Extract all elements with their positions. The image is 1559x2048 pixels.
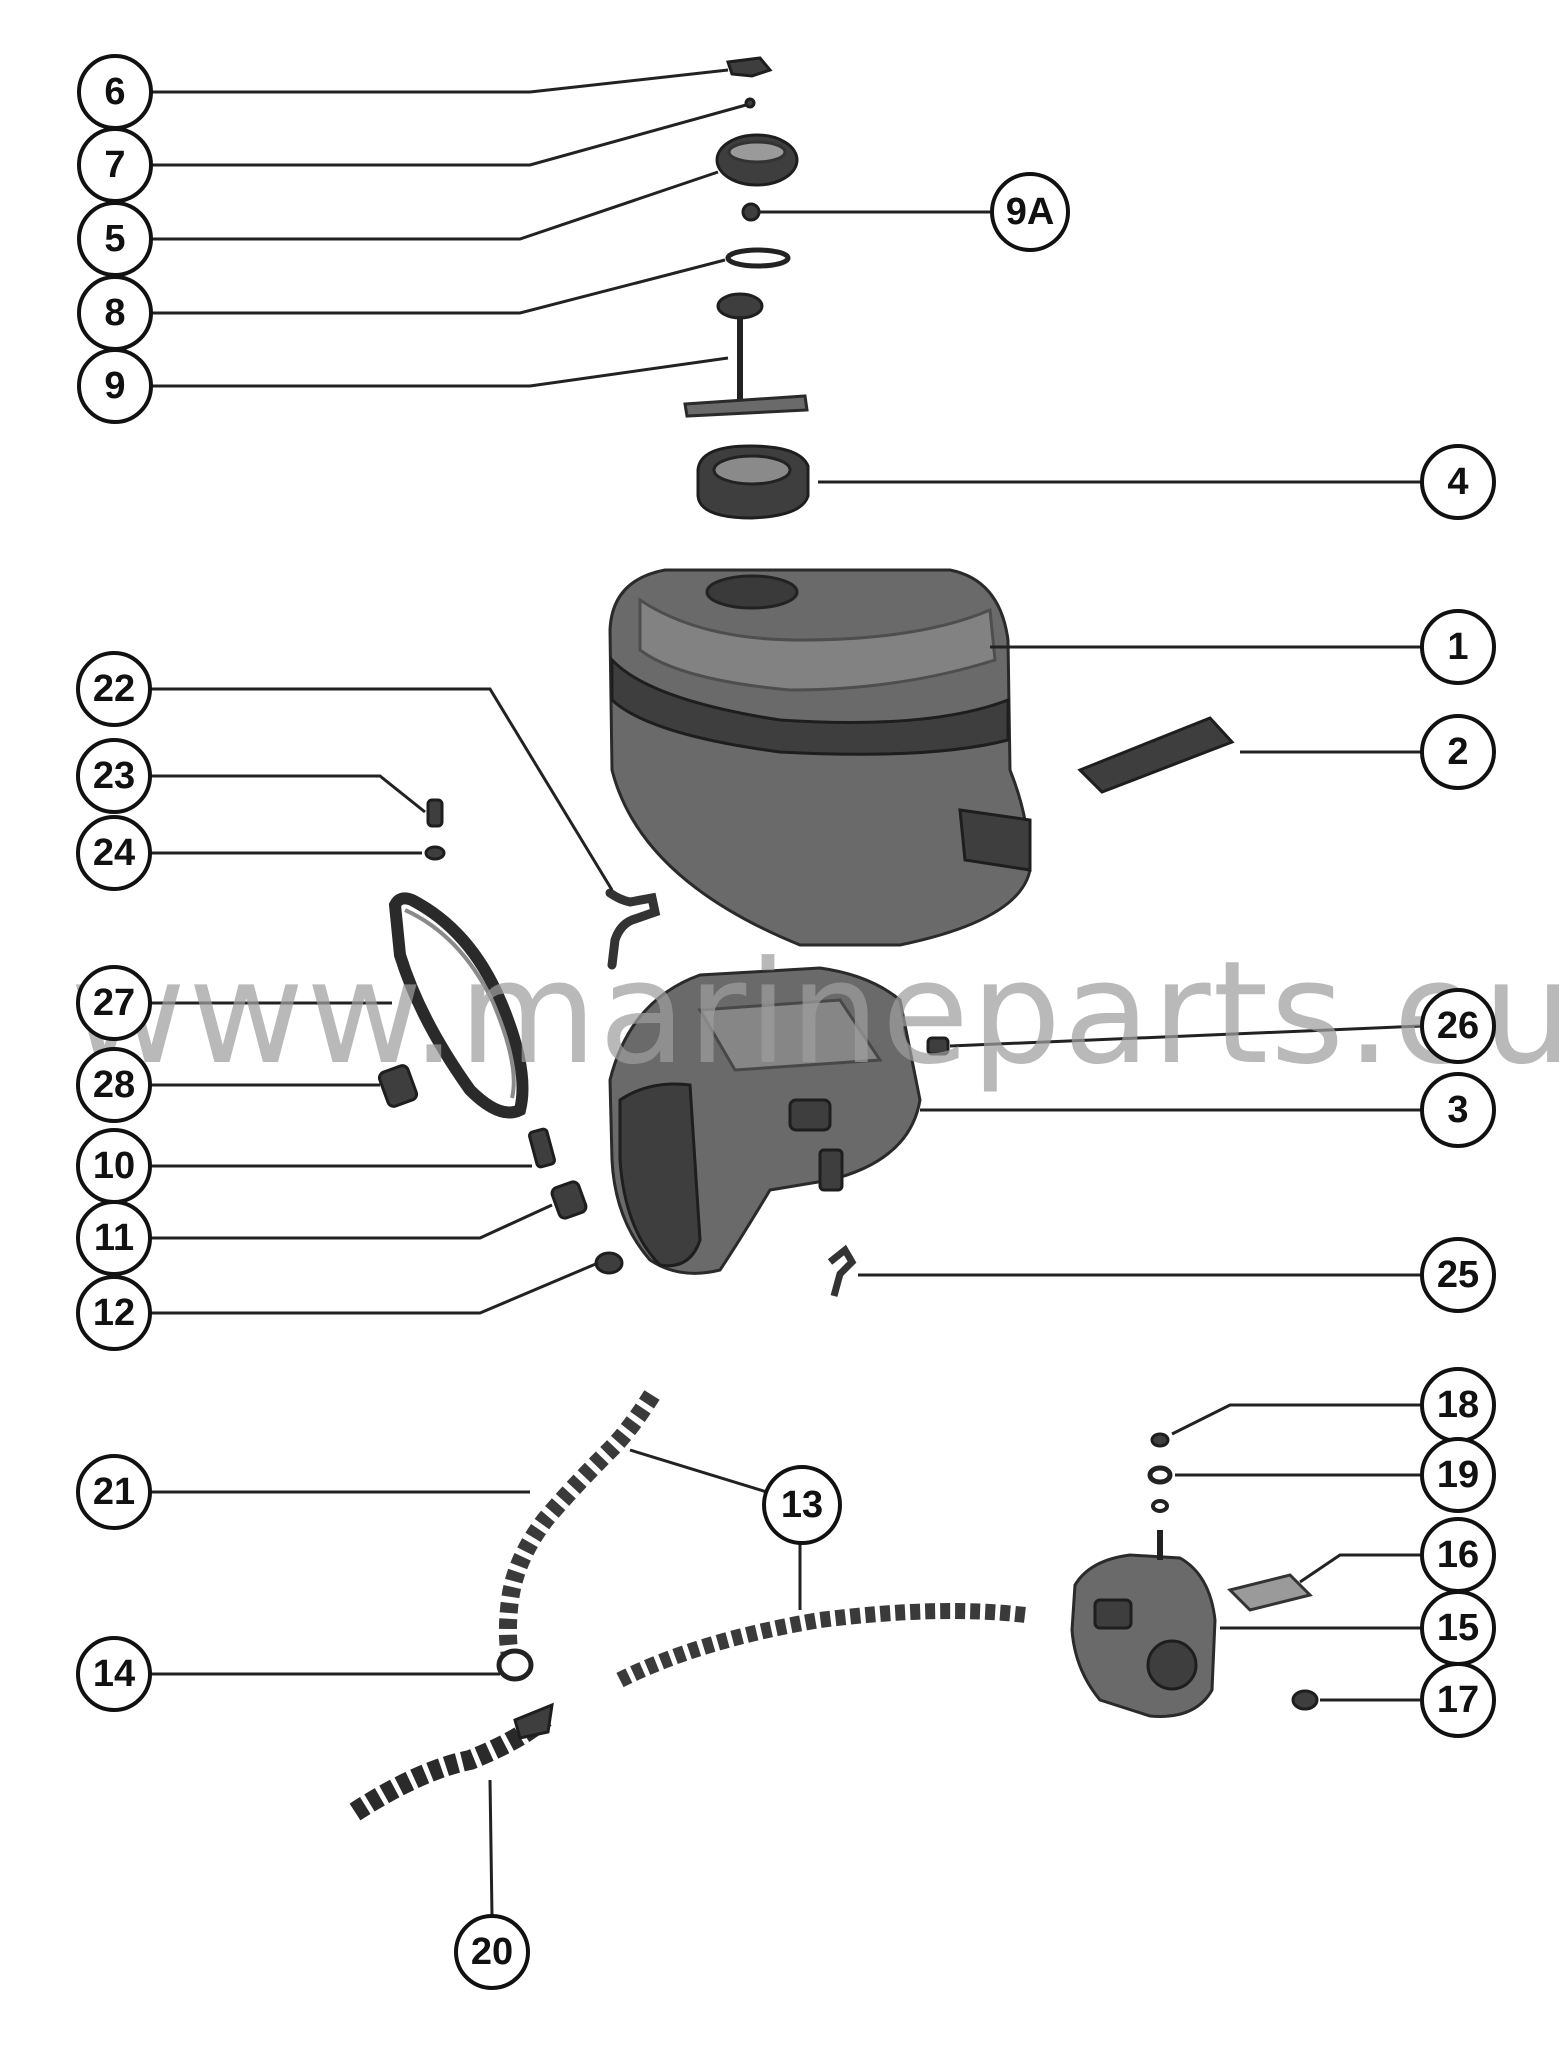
svg-text:1: 1: [1447, 626, 1468, 668]
svg-text:14: 14: [93, 1653, 135, 1695]
svg-text:19: 19: [1437, 1454, 1479, 1496]
svg-text:16: 16: [1437, 1534, 1479, 1576]
part-25-clip: [827, 1244, 857, 1297]
svg-text:2: 2: [1447, 731, 1468, 773]
callout-16: 16: [1420, 1517, 1496, 1593]
leader-lines: [150, 68, 1423, 1917]
part-20-connector: [349, 1702, 554, 1821]
svg-text:7: 7: [104, 144, 125, 186]
callout-5: 5: [77, 201, 153, 277]
part-13-hose-lower: [616, 1603, 1026, 1688]
callout-12: 12: [76, 1275, 152, 1351]
part-19-washer-2: [1151, 1499, 1169, 1513]
callout-15: 15: [1420, 1590, 1496, 1666]
part-12-nut: [594, 1251, 624, 1275]
part-9-screen: [683, 292, 809, 418]
part-14-clamp: [496, 1648, 534, 1682]
svg-text:28: 28: [93, 1064, 135, 1106]
svg-text:9A: 9A: [1006, 191, 1055, 233]
part-13-hose-upper: [498, 1390, 660, 1668]
svg-text:23: 23: [93, 755, 135, 797]
part-1-fuel-tank: [608, 568, 1032, 947]
callout-10: 10: [76, 1128, 152, 1204]
svg-text:5: 5: [104, 218, 125, 260]
svg-text:22: 22: [93, 668, 135, 710]
callout-4: 4: [1420, 444, 1496, 520]
svg-text:24: 24: [93, 832, 135, 874]
part-27-strap: [388, 892, 529, 1119]
svg-text:20: 20: [471, 1931, 513, 1973]
svg-text:6: 6: [104, 71, 125, 113]
part-6-screw: [725, 56, 773, 78]
callout-3: 3: [1420, 1072, 1496, 1148]
svg-text:26: 26: [1437, 1005, 1479, 1047]
callout-22: 22: [76, 651, 152, 727]
part-26-pin: [926, 1036, 950, 1056]
part-11-clip: [550, 1180, 588, 1220]
callout-21: 21: [76, 1454, 152, 1530]
part-28-buckle: [377, 1064, 419, 1108]
callout-19: 19: [1420, 1437, 1496, 1513]
svg-text:3: 3: [1447, 1089, 1468, 1131]
part-24-washer: [424, 845, 446, 861]
callout-26: 26: [1420, 988, 1496, 1064]
svg-text:21: 21: [93, 1471, 135, 1513]
svg-text:9: 9: [104, 365, 125, 407]
callout-27: 27: [76, 965, 152, 1041]
callout-14: 14: [76, 1636, 152, 1712]
callout-7: 7: [77, 127, 153, 203]
callout-23: 23: [76, 738, 152, 814]
part-7-washer: [744, 97, 756, 109]
watermark-text: www.marineparts.eu: [70, 931, 1559, 1096]
part-5-cap: [715, 133, 799, 187]
svg-text:13: 13: [781, 1484, 823, 1526]
svg-text:15: 15: [1437, 1607, 1479, 1649]
callout-9: 9: [77, 348, 153, 424]
part-22-fitting: [605, 888, 661, 970]
callout-18: 18: [1420, 1367, 1496, 1443]
part-18-nut: [1150, 1432, 1170, 1448]
part-10-bolt: [528, 1127, 556, 1169]
svg-text:25: 25: [1437, 1254, 1479, 1296]
svg-text:10: 10: [93, 1145, 135, 1187]
svg-text:17: 17: [1437, 1679, 1479, 1721]
part-8-gasket: [725, 247, 791, 269]
part-23-bolt: [426, 798, 444, 828]
callout-13: 13: [762, 1465, 842, 1545]
svg-text:8: 8: [104, 292, 125, 334]
callout-1: 1: [1420, 609, 1496, 685]
part-19-washer: [1147, 1465, 1173, 1485]
part-15-fuel-pump: [1070, 1530, 1217, 1718]
svg-text:4: 4: [1447, 461, 1468, 503]
callout-9a: 9A: [990, 172, 1070, 252]
callout-8: 8: [77, 275, 153, 351]
callout-17: 17: [1420, 1662, 1496, 1738]
part-3-bracket: [608, 966, 922, 1275]
part-4-ring: [696, 444, 810, 520]
callout-11: 11: [76, 1200, 152, 1276]
callout-2: 2: [1420, 714, 1496, 790]
part-9a-nut: [741, 202, 761, 222]
callout-20: 20: [454, 1914, 530, 1990]
svg-text:12: 12: [93, 1292, 135, 1334]
part-17-fitting: [1291, 1689, 1319, 1711]
svg-text:27: 27: [93, 982, 135, 1024]
callout-28: 28: [76, 1047, 152, 1123]
svg-text:11: 11: [94, 1217, 134, 1259]
callout-6: 6: [77, 54, 153, 130]
callout-24: 24: [76, 815, 152, 891]
svg-text:18: 18: [1437, 1384, 1479, 1426]
callout-25: 25: [1420, 1237, 1496, 1313]
part-16-gasket: [1227, 1573, 1313, 1612]
part-2-plate: [1077, 716, 1235, 794]
